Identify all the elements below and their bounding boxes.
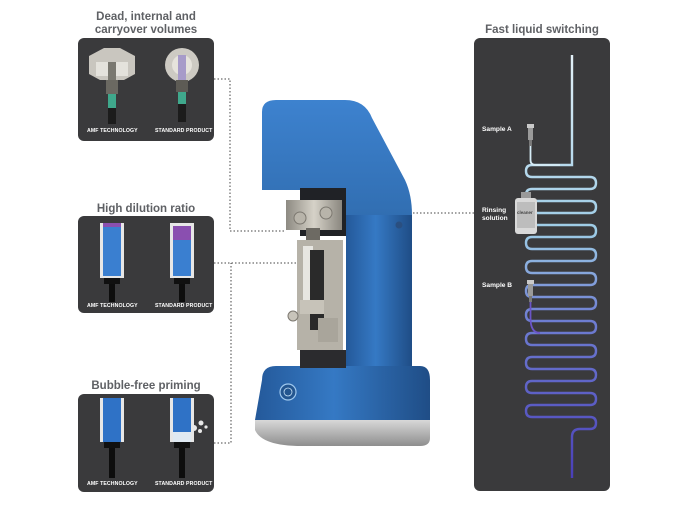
amf-priming-illustration [100,398,124,478]
priming-amf-caption: AMF TECHNOLOGY [87,481,138,487]
bubble-icon [198,420,204,426]
switching-panel [474,38,610,491]
power-button-icon [279,383,297,401]
rinsing-solution-label: Rinsing solution [482,207,508,223]
rinsing-label-line2: solution [482,215,508,222]
connector-dead-volume [214,78,286,232]
dead-volume-title-line2: carryover volumes [94,24,198,36]
sample-b-label: Sample B [482,282,513,289]
dead-volume-amf-caption: AMF TECHNOLOGY [87,128,138,134]
switching-title: Fast liquid switching [485,24,599,36]
priming-standard-caption: STANDARD PRODUCT [155,481,213,487]
sample-a-vial [527,124,560,166]
dead-volume-standard-caption: STANDARD PRODUCT [155,128,213,134]
amf-valve-illustration [89,48,135,124]
standard-priming-illustration [170,398,208,478]
rinsing-label-line1: Rinsing [482,207,507,214]
priming-title: Bubble-free priming [91,380,201,392]
bubble-icon [191,425,197,431]
rinsing-bottle [515,192,537,234]
dilution-title: High dilution ratio [96,203,196,215]
dilution-amf-caption: AMF TECHNOLOGY [87,303,138,309]
sample-a-label: Sample A [482,126,512,133]
connector-priming [214,263,232,444]
bubble-icon [198,429,202,433]
amf-dilution-illustration [100,223,124,302]
standard-valve-illustration [165,48,199,122]
dead-volume-title-line1: Dead, internal and [96,11,196,23]
pump-device [255,100,430,446]
dead-volume-title: Dead, internal and carryover volumes [78,11,214,37]
sample-b-vial [527,280,541,334]
standard-dilution-illustration [170,223,194,302]
cleaner-label: cleaner [517,210,533,215]
bubble-icon [204,425,208,429]
serpentine-tube [524,55,598,478]
dilution-standard-caption: STANDARD PRODUCT [155,303,213,309]
